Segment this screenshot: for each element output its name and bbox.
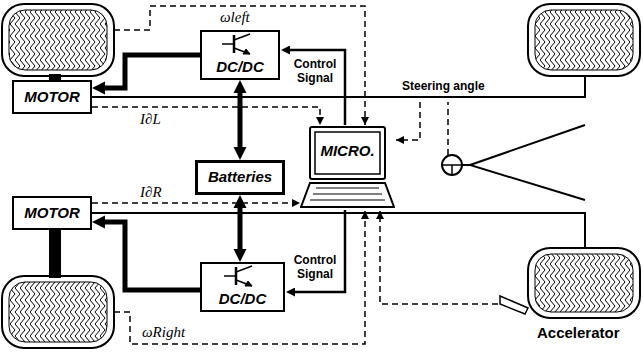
computer-box: MICRO.	[300, 125, 395, 210]
wheel-tread	[9, 282, 107, 342]
current-signal-line	[92, 107, 320, 117]
chassis-line	[92, 213, 585, 248]
node-text: MICRO.	[320, 143, 374, 160]
signal-label: Control Signal	[286, 254, 344, 282]
process-box: MOTOR	[12, 196, 92, 230]
signal-name: I∂L	[140, 111, 161, 128]
part-label: Accelerator	[537, 324, 620, 341]
accelerator-signal-line	[380, 211, 498, 304]
power-line	[238, 208, 243, 249]
steering-spokes	[442, 165, 462, 175]
node-text: Batteries	[208, 169, 272, 186]
signal-label: Control Signal	[286, 58, 344, 86]
steering-wheel	[442, 155, 462, 175]
keyboard-keys	[310, 188, 385, 200]
wheel	[528, 248, 640, 318]
wheel	[528, 4, 640, 76]
axle	[49, 230, 61, 278]
wheel	[2, 276, 114, 348]
process-box: MOTOR	[12, 80, 92, 114]
node-text: MOTOR	[24, 205, 80, 222]
current-signal-line	[92, 202, 292, 204]
node-text: DC/DC	[216, 59, 264, 76]
laptop-display	[315, 132, 380, 174]
signal-name: ωleft	[220, 9, 250, 26]
power-line	[238, 93, 243, 147]
transistor-symbol	[224, 266, 252, 286]
power-line	[105, 55, 200, 88]
steering-signal-line	[447, 102, 449, 155]
accelerator-pedal	[500, 296, 528, 314]
part-label: Steering angle	[402, 80, 485, 94]
signal-name: ωRight	[142, 324, 185, 341]
wheel-tread	[535, 10, 633, 70]
wheel-tread	[535, 254, 633, 312]
steering-signal-line	[396, 102, 420, 140]
steering-column	[462, 164, 470, 166]
process-box: DC/DC	[200, 30, 280, 80]
node-text: MOTOR	[24, 89, 80, 106]
steering-linkage	[470, 125, 585, 200]
laptop-outline	[300, 125, 395, 210]
wheel	[2, 4, 114, 76]
node-text: DC/DC	[219, 291, 267, 308]
chassis-line	[92, 76, 585, 97]
power-line	[105, 222, 200, 290]
laptop-screen	[310, 127, 385, 179]
wheel-tread	[9, 10, 107, 70]
signal-name: I∂R	[140, 184, 162, 201]
process-box: Batteries	[195, 160, 285, 195]
laptop-keyboard	[301, 183, 394, 207]
process-box: DC/DC	[200, 262, 285, 312]
transistor-symbol	[222, 34, 250, 54]
